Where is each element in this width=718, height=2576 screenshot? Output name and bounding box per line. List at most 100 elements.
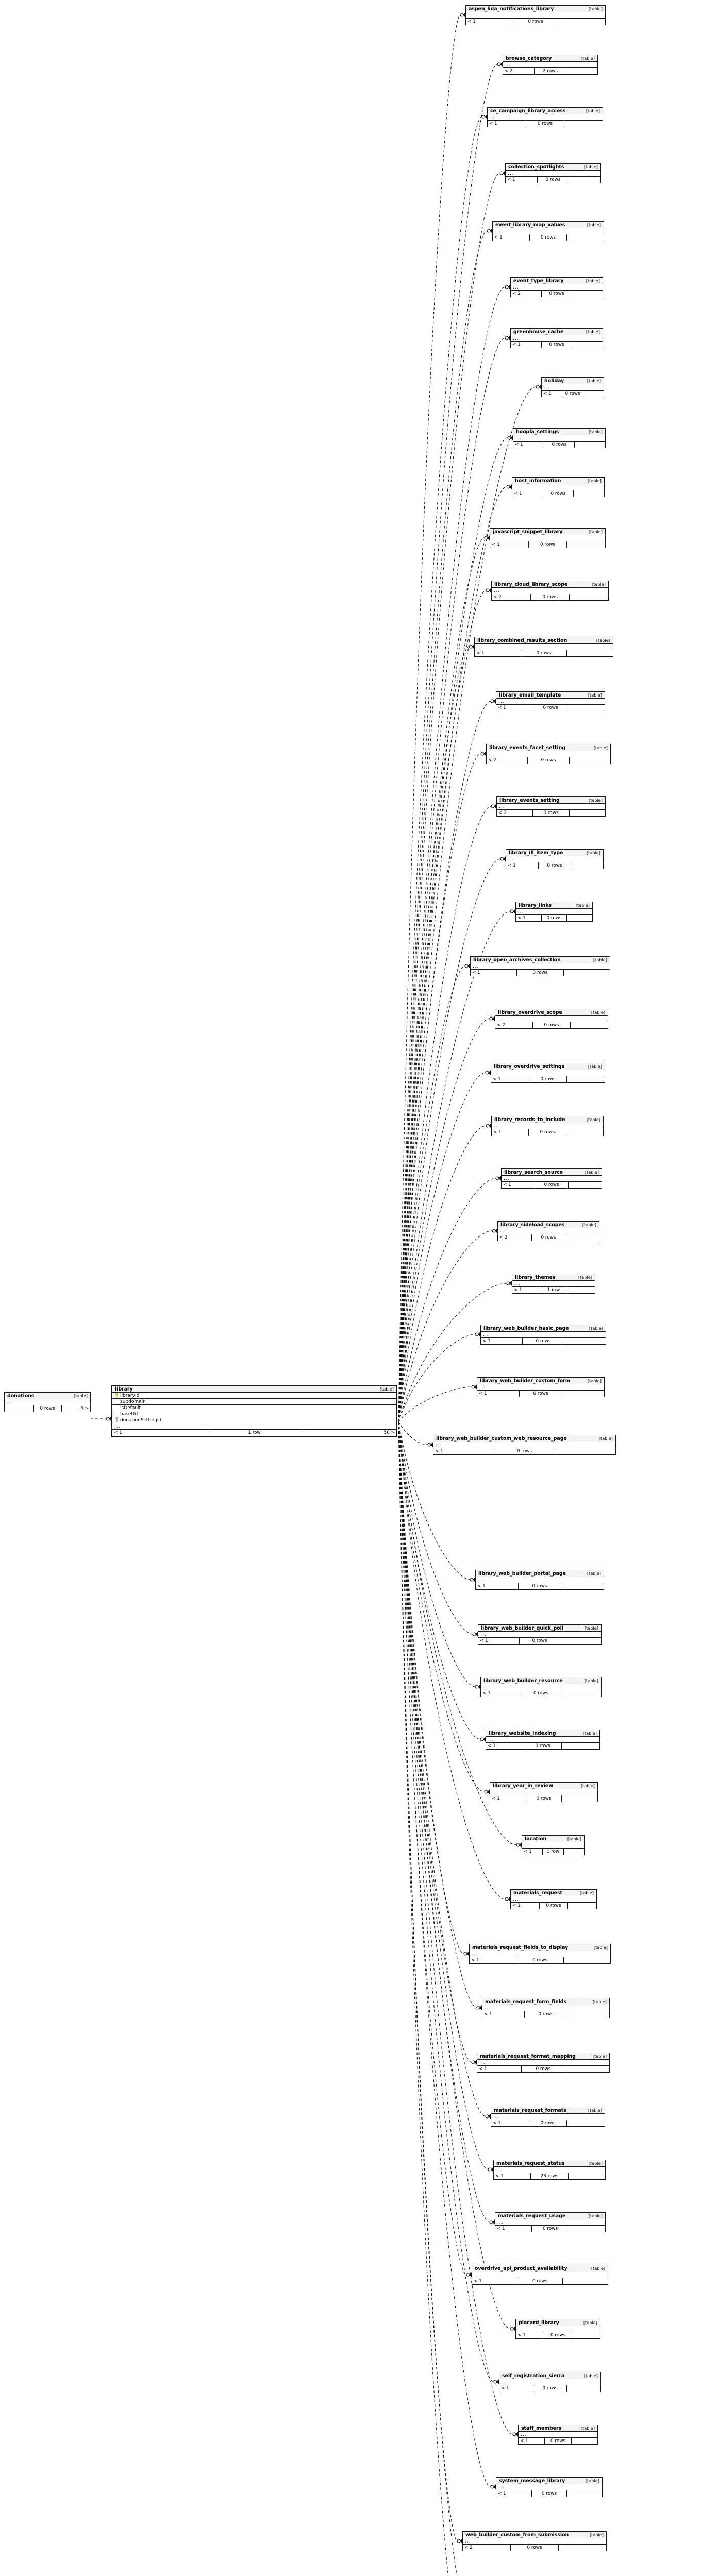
table-type-tag: [table] xyxy=(583,164,598,170)
table-type-tag: [table] xyxy=(578,1275,592,1280)
table-name: library_web_builder_custom_form xyxy=(480,1378,571,1384)
table-name: host_information xyxy=(515,478,561,484)
table-node[interactable]: library_web_builder_custom_web_resource_… xyxy=(433,1435,616,1455)
table-name: materials_request_formats xyxy=(494,2107,566,2113)
table-node[interactable]: library_events_facet_setting[table]...< … xyxy=(486,744,611,764)
table-column[interactable]: subdomain xyxy=(112,1399,396,1405)
table-header: staff_members[table] xyxy=(519,2425,597,2432)
table-node-donations[interactable]: donations [table] ... 0 rows 4 > xyxy=(4,1392,91,1412)
table-node[interactable]: library_web_builder_resource[table]...< … xyxy=(480,1677,602,1697)
table-node[interactable]: library_web_builder_custom_form[table]..… xyxy=(477,1377,605,1397)
table-column[interactable]: isDefault xyxy=(112,1405,396,1411)
table-node[interactable]: library_web_builder_quick_poll[table]...… xyxy=(478,1624,602,1645)
table-header: donations [table] xyxy=(5,1393,90,1399)
parent-count: < 2 xyxy=(505,69,513,74)
child-count xyxy=(571,862,603,869)
child-count xyxy=(569,1182,602,1188)
parent-count: < 1 xyxy=(515,442,523,447)
columns-ellipsis: ... xyxy=(482,2005,609,2011)
table-node[interactable]: library_web_builder_basic_page[table]...… xyxy=(480,1325,606,1345)
parent-count: < 2 xyxy=(512,291,521,296)
table-node[interactable]: aspen_lida_notifications_library[table].… xyxy=(465,5,606,25)
row-count: 0 rows xyxy=(516,1957,564,1963)
table-node-library[interactable]: library [table] libraryId subdomain isDe… xyxy=(111,1385,397,1437)
table-header: library_web_builder_basic_page[table] xyxy=(481,1325,606,1332)
table-type-tag: [table] xyxy=(588,2161,603,2166)
parent-count: < 1 xyxy=(493,1077,501,1082)
table-type-tag: [table] xyxy=(588,2108,602,2113)
table-node[interactable]: materials_request_form_fields[table]...<… xyxy=(482,1998,610,2018)
row-count: 0 rows xyxy=(532,2385,567,2392)
parent-count: < 1 xyxy=(484,2012,492,2017)
columns-ellipsis: ... xyxy=(519,2432,597,2438)
table-node[interactable]: materials_request_fields_to_display[tabl… xyxy=(469,1944,611,1964)
table-node[interactable]: library_open_archives_collection[table].… xyxy=(470,956,610,976)
table-node[interactable]: library_web_builder_portal_page[table]..… xyxy=(475,1570,604,1590)
row-count: 0 rows xyxy=(541,342,573,348)
child-count: 50 > xyxy=(383,1430,395,1435)
table-name: library_records_to_include xyxy=(494,1116,565,1123)
table-node[interactable]: overdrive_api_product_availability[table… xyxy=(472,2265,608,2285)
table-name: event_type_library xyxy=(513,278,564,284)
row-count: 0 rows xyxy=(32,1405,62,1412)
table-column[interactable]: baseUrl xyxy=(112,1411,396,1417)
columns-ellipsis: ... xyxy=(475,644,613,650)
table-column[interactable]: donationSettingId xyxy=(112,1417,396,1423)
parent-count xyxy=(5,1405,33,1412)
row-count: 0 rows xyxy=(532,705,569,711)
table-node[interactable]: library_cloud_library_scope[table]...< 2… xyxy=(491,581,609,601)
table-header: web_builder_custom_from_submission[table… xyxy=(463,2532,606,2538)
table-node[interactable]: materials_request_format_mapping[table].… xyxy=(477,2053,610,2073)
table-node[interactable]: library_combined_results_section[table].… xyxy=(474,637,613,657)
table-header: library_cloud_library_scope[table] xyxy=(492,581,608,588)
table-column[interactable]: libraryId xyxy=(112,1392,396,1399)
columns-ellipsis: ... xyxy=(481,1332,606,1338)
parent-count: < 1 xyxy=(489,121,497,126)
table-node[interactable]: web_builder_custom_from_submission[table… xyxy=(462,2531,607,2551)
row-count: 0 rows xyxy=(519,1391,562,1397)
table-header: materials_request_usage[table] xyxy=(495,2213,605,2219)
columns-ellipsis: ... xyxy=(503,62,597,68)
parent-count: < 1 xyxy=(482,1691,491,1696)
parent-count: < 1 xyxy=(512,342,521,347)
columns-ellipsis: ... xyxy=(506,171,600,177)
